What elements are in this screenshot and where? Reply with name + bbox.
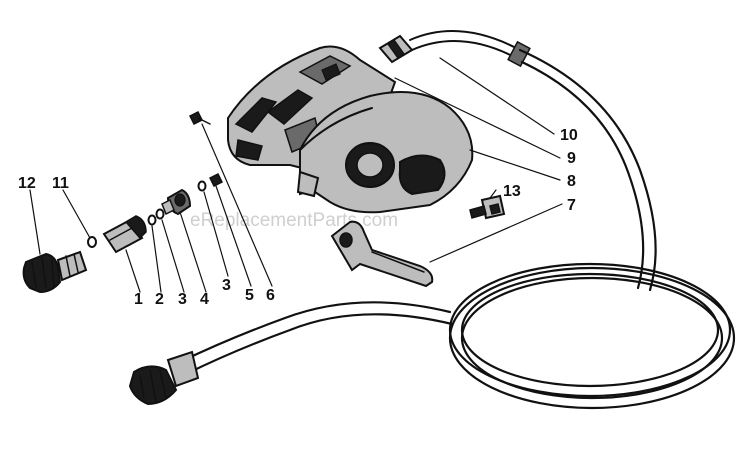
callout-5: 5 bbox=[245, 287, 254, 304]
coupler bbox=[102, 215, 147, 254]
callout-10: 10 bbox=[560, 127, 578, 144]
hose-end-coupling bbox=[128, 350, 200, 406]
callout-8: 8 bbox=[567, 173, 576, 190]
callout-3a: 3 bbox=[178, 291, 187, 308]
callout-6: 6 bbox=[266, 287, 275, 304]
callout-3b: 3 bbox=[222, 277, 231, 294]
callout-7: 7 bbox=[567, 197, 576, 214]
callout-1: 1 bbox=[134, 291, 143, 308]
trigger-clip bbox=[469, 194, 506, 220]
o-ring-3a bbox=[155, 208, 165, 220]
nozzle-assembly bbox=[22, 172, 224, 294]
o-ring-3b bbox=[197, 180, 207, 192]
nozzle-body bbox=[22, 250, 88, 294]
gun-handle-housing bbox=[227, 45, 474, 214]
callout-4: 4 bbox=[200, 291, 209, 308]
callout-13: 13 bbox=[503, 183, 521, 200]
callout-9: 9 bbox=[567, 150, 576, 167]
callout-numbers: 1 2 3 4 3 5 6 7 8 9 10 11 12 13 bbox=[18, 127, 578, 308]
hose-top-fitting bbox=[378, 30, 531, 68]
o-ring-2 bbox=[147, 214, 157, 226]
callout-12: 12 bbox=[18, 175, 36, 192]
hose bbox=[128, 30, 736, 410]
callout-11: 11 bbox=[52, 175, 69, 192]
leader-lines bbox=[29, 57, 563, 293]
callout-2: 2 bbox=[155, 291, 164, 308]
o-ring-11 bbox=[87, 236, 97, 248]
trigger-lever bbox=[330, 220, 434, 288]
screw bbox=[188, 110, 211, 126]
insert-5 bbox=[208, 172, 224, 188]
swivel-fitting bbox=[161, 188, 192, 216]
